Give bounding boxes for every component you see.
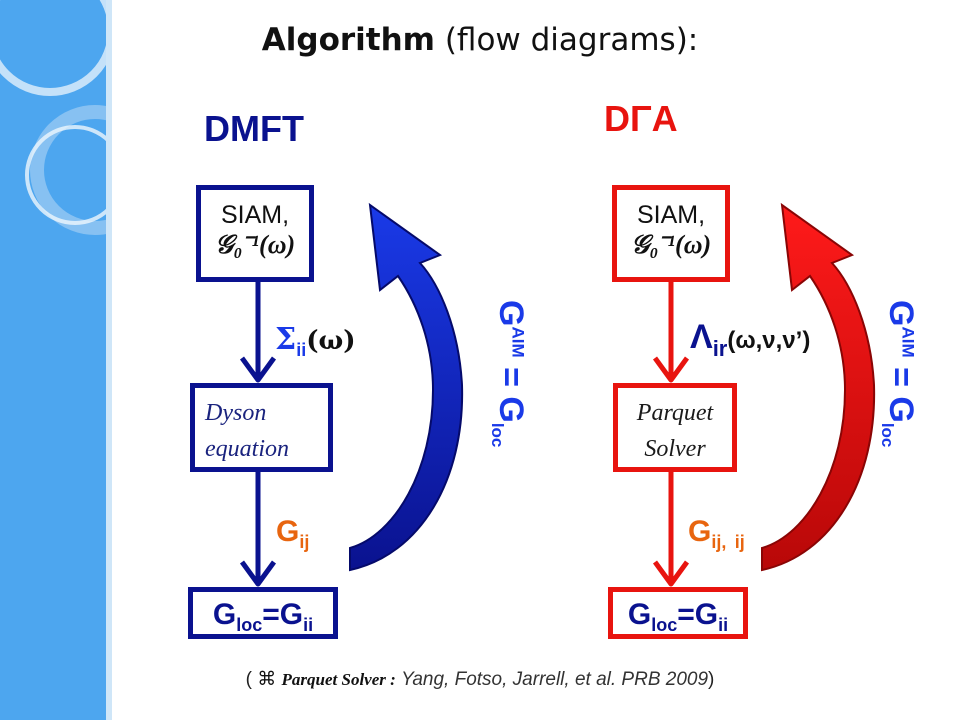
dmft-gij-main: G — [276, 515, 300, 548]
dmft-arrow-siam-to-dyson — [239, 282, 277, 383]
dmft-siam-line2: 𝒢₀⁻¹(ω) — [214, 230, 296, 259]
command-icon: ⌘ — [257, 669, 277, 690]
dga-gij-main: G — [688, 515, 712, 548]
dga-gij-sub2: ij — [734, 532, 745, 552]
dga-heading-text: DΓA — [604, 98, 678, 139]
sidebar-edge — [106, 0, 112, 720]
dga-loop-sub: loc — [878, 422, 898, 448]
dmft-sigma-sub: ii — [296, 340, 307, 360]
dga-parquet-line1: Parquet — [636, 400, 714, 426]
footnote-close: ) — [708, 669, 715, 690]
dmft-gloc-box: Gloc=Gii — [188, 587, 338, 639]
dmft-loop-sub: loc — [488, 422, 508, 448]
dmft-arrow-dyson-to-gloc — [239, 470, 277, 587]
dga-gloc-text: Gloc=Gii — [627, 598, 728, 635]
dga-feedback-arrow — [761, 202, 876, 572]
dga-gloc-sub1: loc — [651, 615, 678, 635]
dmft-gloc-sub2: ii — [303, 615, 314, 635]
dmft-gij-sub: ij — [299, 532, 310, 552]
title-rest: (flow diagrams): — [434, 22, 699, 58]
dga-parquet-box: Parquet Solver — [613, 383, 737, 472]
title-bold: Algorithm — [261, 22, 435, 58]
dmft-sigma-main: Σ — [275, 322, 297, 357]
dmft-gloc-text: Gloc=Gii — [212, 598, 313, 635]
dmft-loop-label: GAIM = Gloc — [487, 300, 530, 447]
footnote-label: Parquet Solver : — [281, 670, 396, 689]
dmft-gloc-g: G — [212, 598, 237, 631]
dmft-sigma-label: Σii(ω) — [275, 322, 356, 361]
dga-lambda-main: Λ — [690, 318, 713, 356]
dmft-gij-label: Gij — [276, 515, 309, 553]
dmft-loop-sup: AIM — [508, 326, 528, 358]
dga-lambda-tail: (ω,ν,ν’) — [727, 327, 811, 354]
dmft-loop-eq: = G — [492, 357, 530, 423]
dga-siam-box: SIAM, 𝒢₀⁻¹(ω) — [612, 185, 730, 282]
slide-title: Algorithm (flow diagrams): — [0, 22, 960, 58]
dmft-loop-g: G — [492, 300, 530, 327]
dga-gij-sub: ij, — [711, 532, 727, 552]
dmft-sigma-tail: (ω) — [306, 326, 356, 356]
dga-siam-line1: SIAM, — [636, 201, 706, 229]
dmft-dyson-line1: Dyson — [205, 400, 267, 426]
dga-loop-sup: AIM — [898, 326, 918, 358]
dmft-heading: DMFT — [190, 108, 304, 150]
dga-loop-g: G — [882, 300, 920, 327]
dmft-gloc-sub1: loc — [236, 615, 263, 635]
sidebar-decoration — [0, 0, 112, 720]
dga-lambda-label: Λir(ω,ν,ν’) — [690, 318, 810, 362]
dga-siam-line2: 𝒢₀⁻¹(ω) — [630, 230, 712, 259]
dmft-dyson-box: Dyson equation — [190, 383, 333, 472]
dga-loop-label: GAIM = Gloc — [877, 300, 920, 447]
sidebar-circles — [0, 0, 112, 235]
dga-gloc-g: G — [627, 598, 652, 631]
dga-gloc-sub2: ii — [718, 615, 729, 635]
dmft-feedback-arrow — [349, 202, 464, 572]
dmft-heading-text: DMFT — [204, 108, 304, 149]
dga-loop-eq: = G — [882, 357, 920, 423]
dga-arrow-siam-to-parquet — [652, 282, 690, 383]
dga-arrow-parquet-to-gloc — [652, 470, 690, 587]
dga-lambda-sub: ir — [712, 335, 728, 361]
dga-gloc-mid: =G — [677, 598, 719, 631]
dga-gloc-box: Gloc=Gii — [608, 587, 748, 639]
dmft-siam-box: SIAM, 𝒢₀⁻¹(ω) — [196, 185, 314, 282]
dmft-siam-line1: SIAM, — [220, 201, 290, 229]
dmft-dyson-line2: equation — [205, 436, 289, 462]
dmft-gloc-mid: =G — [262, 598, 304, 631]
dga-parquet-line2: Solver — [644, 436, 706, 462]
dga-heading: DΓA — [588, 98, 678, 146]
footnote-open: ( — [245, 669, 252, 690]
footnote: ( ⌘ Parquet Solver : Yang, Fotso, Jarrel… — [0, 668, 960, 691]
dga-gij-label: Gij, ij — [688, 515, 745, 553]
footnote-citation: Yang, Fotso, Jarrell, et al. PRB 2009 — [401, 669, 709, 690]
